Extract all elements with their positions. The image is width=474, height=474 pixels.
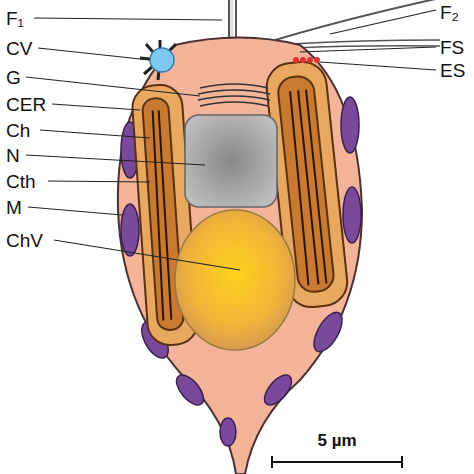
flagellum-label: F₁ (6, 9, 24, 28)
vacuole-label: ChV (6, 231, 43, 250)
golgi-label: G (6, 68, 21, 87)
flagellum-label: F₂ (440, 3, 459, 22)
nucleus-label: N (6, 146, 20, 165)
thylakoid-label: Cth (6, 172, 36, 191)
er-label: CER (6, 95, 46, 114)
mitochondrion-label: M (6, 198, 22, 217)
eyespot-label: ES (440, 61, 465, 80)
scale-label: 5 µm (317, 432, 356, 449)
flagellar-swelling-label: FS (440, 38, 464, 57)
contractile-vacuole-label: CV (6, 39, 32, 58)
chloroplast-label: Ch (6, 121, 30, 140)
